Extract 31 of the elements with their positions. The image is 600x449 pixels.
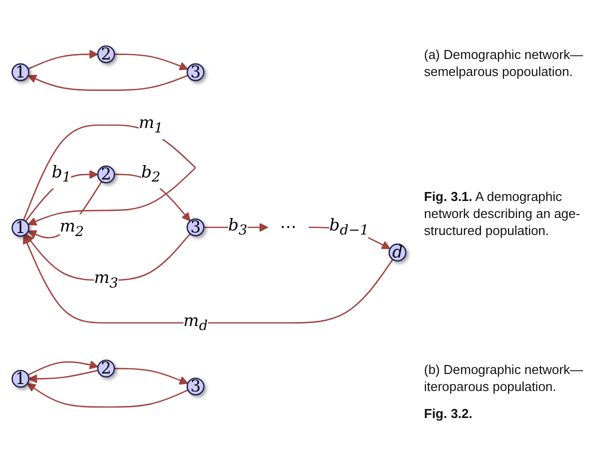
node-text: ⋯: [280, 217, 297, 237]
edge-label: b$_{1}$: [52, 162, 71, 186]
edge-label: b$_{2}$: [141, 162, 160, 186]
subfigure-caption: (a) Demographic network—semelparous popoulation.: [424, 46, 584, 80]
arrow: [114, 368, 188, 385]
arrow: [26, 383, 188, 408]
edge-label: b$_{d−1}$: [329, 214, 369, 239]
node-circle: 1: [12, 218, 30, 237]
figure-caption: Fig. 3.2.: [424, 404, 474, 422]
arrow: [114, 54, 188, 70]
subfigure-caption: (b) Demographic network—iteroparous population.: [424, 360, 584, 395]
edge-label: m$_{2}$: [60, 216, 84, 240]
node-circle: 1: [12, 370, 30, 388]
edge-label: m$_{1}$: [138, 112, 163, 137]
figure-caption: Fig. 3.1. A demographic network describing an age-structured population.: [424, 188, 582, 239]
node-circle: 2: [97, 360, 116, 378]
node-circle: 2: [97, 45, 116, 64]
arrow: [28, 370, 98, 384]
arrow: [28, 74, 188, 91]
node-circle: d: [388, 244, 406, 262]
edge-label: m$_{3}$: [94, 268, 118, 292]
arrow: [22, 235, 394, 324]
node-circle: 3: [186, 218, 204, 236]
node-circle: 1: [12, 63, 30, 82]
node-circle: 3: [186, 63, 204, 82]
arrow: [28, 360, 98, 376]
edge-label: m$_{d}$: [183, 310, 208, 334]
edge-label: b$_{3}$: [228, 214, 248, 239]
arrow: [28, 50, 98, 70]
node-circle: 3: [186, 378, 204, 396]
node-circle: 2: [97, 166, 116, 184]
